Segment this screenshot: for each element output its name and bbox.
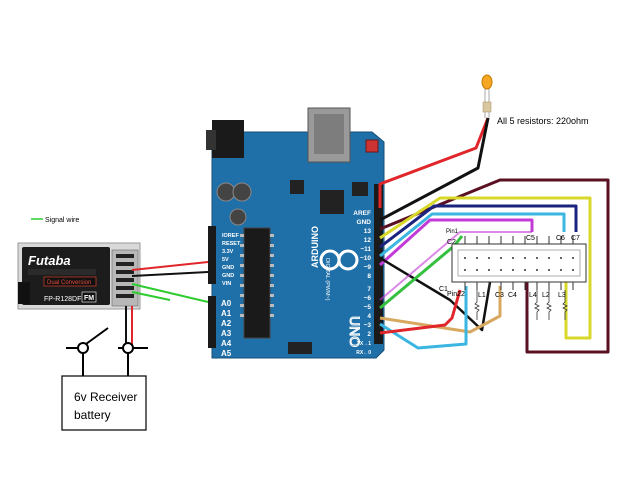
power-header <box>208 226 216 284</box>
pin-label-a4: A4 <box>221 339 232 348</box>
chip-pin-label-c5: C5 <box>526 235 535 242</box>
chip-pin-label-l1: L1 <box>478 292 486 299</box>
analog-header <box>208 296 216 348</box>
wire-purple <box>378 218 534 267</box>
wire-cyan-2 <box>379 286 468 350</box>
battery-label: 6v Receiver <box>74 390 137 404</box>
chip-pin-label-c7: C7 <box>571 235 580 242</box>
receiver-mode: Dual Conversion <box>47 280 91 286</box>
pin-label-a1: A1 <box>221 309 232 318</box>
power-switch[interactable] <box>66 327 148 376</box>
arduino-board: ARDUINO UNO DIGITAL (PWM~) IOREF RESET 3… <box>206 107 385 359</box>
pin-label-9: ~9 <box>364 264 372 271</box>
arduino-logo <box>319 249 359 271</box>
digital-wires <box>378 117 610 354</box>
wire-black-led <box>379 117 490 222</box>
power-jack <box>212 120 244 158</box>
pin-label-ioref: IOREF <box>222 233 239 239</box>
chip-pin-label-l2: L2 <box>542 292 550 299</box>
atmega-chip <box>243 227 271 339</box>
pin-label-a3: A3 <box>221 329 232 338</box>
receiver-battery: 6v Receiver battery <box>61 375 147 431</box>
led-matrix-chip: C5 C6 C7 L1 C3 C4 L4 L2 L3 Pin1 C2 C1 Pi… <box>439 229 587 299</box>
pin-label-a0: A0 <box>221 299 232 308</box>
led <box>481 74 493 118</box>
receiver-header-pins <box>116 254 134 298</box>
chip-pin-label-c3: C3 <box>495 292 504 299</box>
receiver-model: FP-R128DF <box>44 296 81 303</box>
chip-pin-label-c4: C4 <box>508 292 517 299</box>
pin-label-4: 4 <box>367 313 371 320</box>
pin-label-11: ~11 <box>360 246 371 253</box>
pin-label-3: ~3 <box>364 322 372 329</box>
pin-label-rx0: RX←0 <box>356 350 371 356</box>
wire-navy <box>379 204 578 249</box>
pin-label-6: ~6 <box>364 295 372 302</box>
wire-yellow <box>379 196 592 340</box>
pin-label-aref: AREF <box>353 210 371 217</box>
arduino-brand: ARDUINO <box>310 226 320 268</box>
chip-pin-label-c6: C6 <box>556 235 565 242</box>
digital-header <box>374 184 383 344</box>
digital-header-label: DIGITAL (PWM~) <box>324 258 330 301</box>
chip-pin-label-l3: L3 <box>558 292 566 299</box>
pin-label-12: 12 <box>364 237 372 244</box>
row-resistors <box>474 290 568 320</box>
digital-pin-labels: AREF GND 13 12 ~11 ~10 ~9 8 7 ~6 ~5 4 ~3… <box>353 210 371 356</box>
reset-button[interactable] <box>365 139 379 153</box>
pin-label-gnd-d: GND <box>357 219 372 226</box>
arduino-model: UNO <box>347 316 363 347</box>
receiver: Futaba Dual Conversion FP-R128DF FM <box>17 242 141 310</box>
wire-red-c1 <box>379 289 462 335</box>
pin-label-tx1: TX→1 <box>357 341 371 347</box>
wire-magenta <box>379 231 532 301</box>
chip-label-pin1: Pin1 <box>446 229 459 235</box>
pin-label-7: 7 <box>367 286 371 293</box>
resistors-note: All 5 resistors: 220ohm <box>497 116 589 126</box>
pin-label-a2: A2 <box>221 319 232 328</box>
pin-label-gnd-1: GND <box>222 265 234 271</box>
legend-signal-label: Signal wire <box>45 217 79 224</box>
wire-rx-black <box>131 271 209 277</box>
pin-label-vin: VIN <box>222 281 231 287</box>
wire-tan <box>379 286 502 334</box>
pin-label-3v3: 3.3V <box>222 249 234 255</box>
wire-red-led <box>378 117 490 208</box>
analog-pin-labels: A0 A1 A2 A3 A4 A5 <box>221 299 232 358</box>
wire-rx-signal-2 <box>131 291 171 301</box>
pin-label-a5: A5 <box>221 349 232 358</box>
pin-label-2: 2 <box>367 331 371 338</box>
receiver-wires <box>125 261 209 348</box>
chip-label-pin22: Pin22 <box>447 291 465 298</box>
pin-label-13: 13 <box>364 228 372 235</box>
pin-label-reset: RESET <box>222 241 241 247</box>
pin-label-8: 8 <box>367 273 371 280</box>
chip-label-c2: C2 <box>447 239 456 246</box>
wire-rx-signal-1 <box>131 283 209 303</box>
receiver-band: FM <box>84 295 94 302</box>
wire-maroon <box>379 178 610 354</box>
pin-label-gnd-2: GND <box>222 273 234 279</box>
wire-rx-red <box>131 261 209 271</box>
battery-label-line2: battery <box>74 408 111 422</box>
pin-label-5v: 5V <box>222 257 229 263</box>
pin-label-5: ~5 <box>364 304 372 311</box>
pin-label-10: ~10 <box>360 255 371 262</box>
power-pin-labels: IOREF RESET 3.3V 5V GND GND VIN <box>222 233 241 287</box>
chip-label-c1: C1 <box>439 286 448 293</box>
chip-pin-label-l4: L4 <box>529 292 537 299</box>
receiver-brand: Futaba <box>28 253 71 268</box>
wire-cyan-1 <box>379 212 566 258</box>
